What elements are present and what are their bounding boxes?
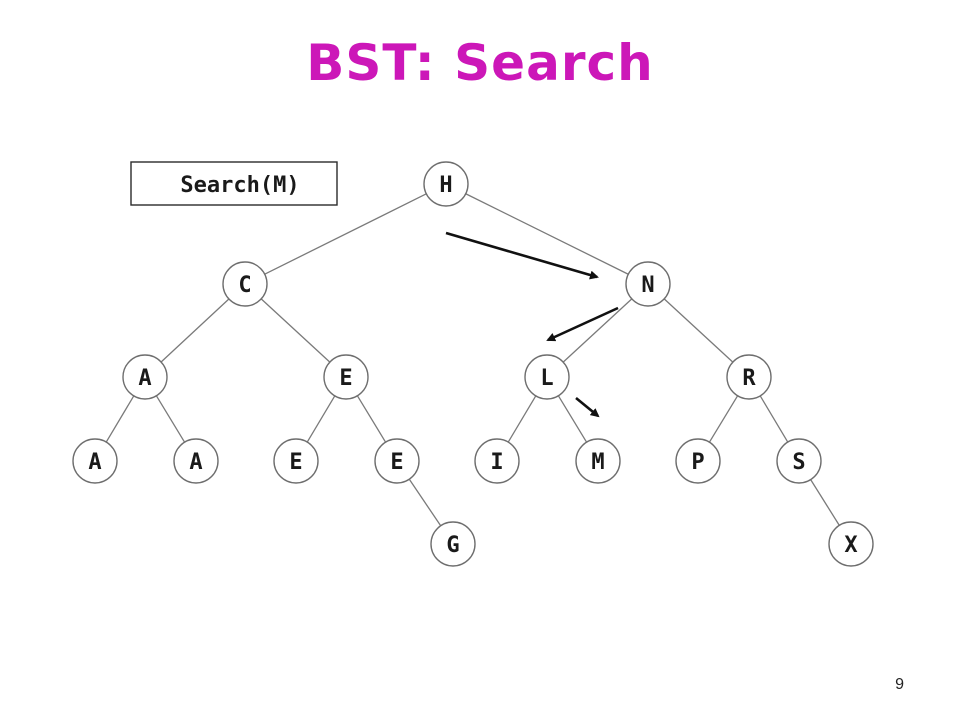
tree-node: E	[273, 438, 319, 484]
tree-node-circle	[222, 261, 268, 307]
tree-node: H	[423, 161, 469, 207]
tree-node-circle	[474, 438, 520, 484]
search-call-box: Search(M)	[130, 161, 338, 206]
tree-node-label: P	[691, 450, 704, 475]
tree-node-circle	[173, 438, 219, 484]
tree-node-circle	[72, 438, 118, 484]
tree-node: G	[430, 521, 476, 567]
tree-node: R	[726, 354, 772, 400]
tree-node-label: M	[591, 450, 604, 475]
tree-edge	[105, 395, 135, 443]
tree-node: P	[675, 438, 721, 484]
tree-edge	[562, 298, 633, 363]
tree-node: N	[625, 261, 671, 307]
tree-node-label: E	[339, 366, 352, 391]
tree-edge	[663, 298, 734, 363]
tree-node-circle	[675, 438, 721, 484]
tree-edge	[557, 395, 588, 443]
search-path-arrow	[575, 396, 600, 418]
tree-node: I	[474, 438, 520, 484]
tree-edge	[408, 478, 442, 527]
tree-edges	[105, 193, 840, 527]
page-number: 9	[895, 676, 904, 693]
tree-nodes: H C N A E L R A A E E I M P S G X	[72, 161, 874, 567]
tree-node-label: A	[189, 450, 202, 475]
tree-node-label: E	[289, 450, 302, 475]
tree-node-label: R	[742, 366, 756, 391]
tree-node-circle	[726, 354, 772, 400]
tree-node-circle	[323, 354, 369, 400]
tree-node-circle	[625, 261, 671, 307]
tree-node-label: L	[540, 366, 553, 391]
tree-edge	[708, 395, 739, 443]
search-call-label: Search(M)	[180, 173, 299, 198]
tree-node-circle	[423, 161, 469, 207]
tree-node-label: X	[844, 533, 857, 558]
tree-node-label: S	[792, 450, 805, 475]
tree-edge	[810, 479, 840, 526]
tree-node: A	[72, 438, 118, 484]
tree-node-circle	[776, 438, 822, 484]
tree-node-label: N	[641, 273, 654, 298]
tree-edge	[306, 395, 336, 443]
tree-node: C	[222, 261, 268, 307]
tree-edge	[160, 298, 230, 363]
tree-node-circle	[122, 354, 168, 400]
tree-edge	[356, 395, 387, 443]
tree-node: S	[776, 438, 822, 484]
tree-node-circle	[828, 521, 874, 567]
tree-node-label: I	[490, 450, 503, 475]
tree-node-circle	[524, 354, 570, 400]
search-call-box-frame	[130, 161, 338, 206]
slide-title: BST: Search	[306, 34, 654, 92]
tree-node-label: E	[390, 450, 403, 475]
tree-edge	[759, 395, 789, 443]
tree-node: L	[524, 354, 570, 400]
tree-node-label: A	[88, 450, 101, 475]
tree-node-label: H	[439, 173, 452, 198]
tree-node-label: C	[238, 273, 251, 298]
tree-node-label: A	[138, 366, 151, 391]
tree-edge	[507, 395, 537, 443]
search-path-arrow	[546, 306, 619, 342]
tree-node-circle	[430, 521, 476, 567]
tree-edge	[264, 193, 427, 275]
tree-node: X	[828, 521, 874, 567]
search-path-arrows	[445, 231, 619, 418]
search-path-arrow	[445, 231, 599, 280]
tree-node-circle	[374, 438, 420, 484]
tree-node: E	[323, 354, 369, 400]
tree-node: A	[122, 354, 168, 400]
tree-node-label: G	[446, 533, 459, 558]
tree-edge	[155, 395, 186, 443]
tree-node: M	[575, 438, 621, 484]
tree-edge	[260, 298, 331, 363]
tree-edge	[465, 193, 629, 275]
tree-node-circle	[273, 438, 319, 484]
tree-node: E	[374, 438, 420, 484]
tree-node-circle	[575, 438, 621, 484]
tree-node: A	[173, 438, 219, 484]
